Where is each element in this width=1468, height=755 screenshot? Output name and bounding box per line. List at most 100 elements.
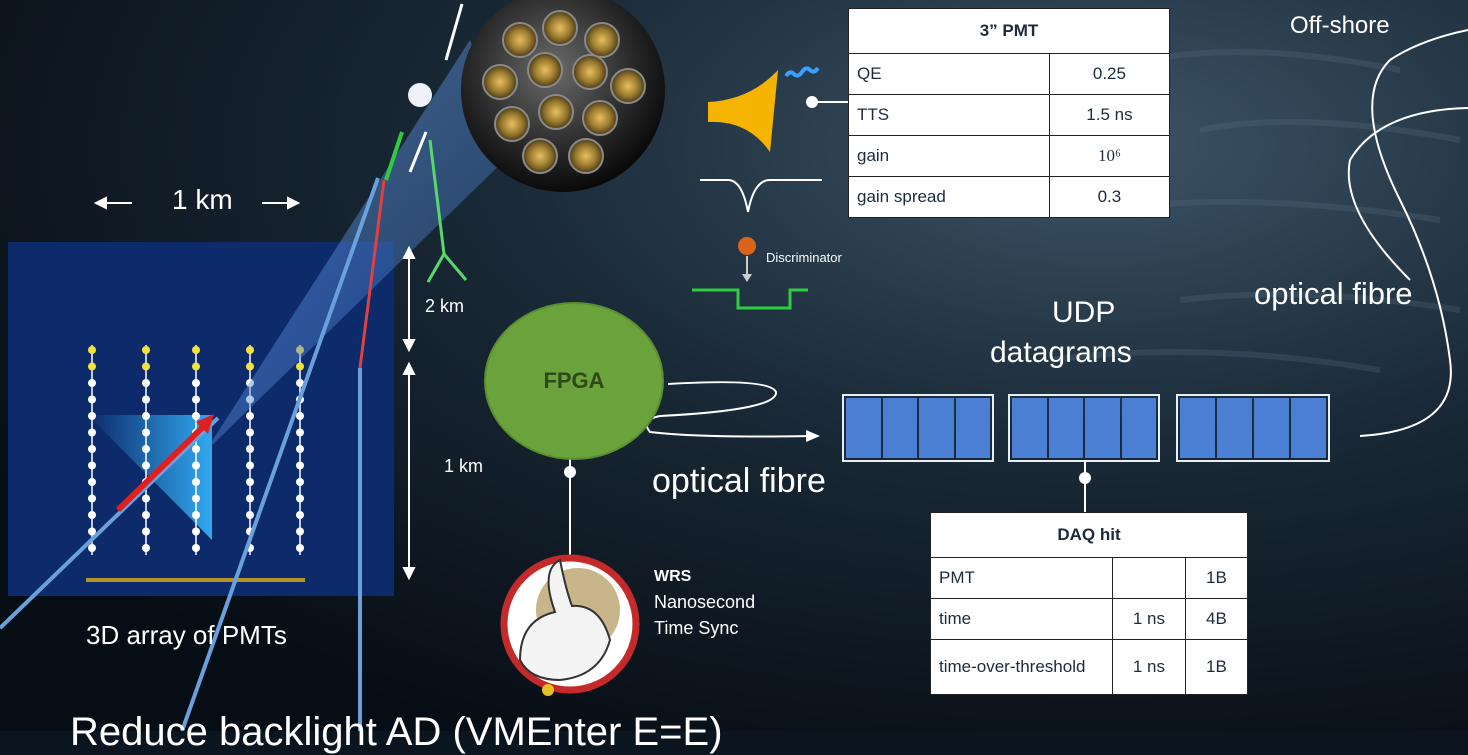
pmt-node <box>296 412 304 420</box>
pmt-node <box>246 478 254 486</box>
daq-row-name: PMT <box>930 557 1113 599</box>
daq-row-name: time-over-threshold <box>930 639 1113 695</box>
discriminator-dot <box>738 237 756 255</box>
pmt-node <box>88 527 96 536</box>
daq-row-size: 1B <box>1184 557 1249 599</box>
pmt-node <box>142 428 150 437</box>
pmt-node <box>142 461 150 470</box>
cosmic-shower-icon <box>408 83 432 107</box>
pmt-node <box>88 395 96 404</box>
pmt-node <box>296 362 304 371</box>
pmt-cup <box>482 64 518 100</box>
pmt-node <box>246 445 254 453</box>
daq-row-size: 4B <box>1184 598 1249 640</box>
pmt-node <box>142 445 150 453</box>
pmt-node <box>246 428 254 437</box>
digital-pulse-waveform <box>692 288 808 310</box>
discriminator-label: Discriminator <box>766 250 842 265</box>
pmt-cup <box>527 52 563 88</box>
pmt-cup <box>582 100 618 136</box>
pmt-node <box>192 379 200 387</box>
optical-fibre-right-label: optical fibre <box>1254 276 1413 311</box>
pmt-node <box>192 445 200 453</box>
pmt-node <box>296 494 304 503</box>
offshore-label: Off-shore <box>1290 12 1390 39</box>
pmt-node <box>192 544 200 552</box>
cherenkov-photons <box>426 139 468 283</box>
one-km-side-label: 1 km <box>444 456 484 476</box>
pmt-node <box>192 494 200 503</box>
pmt-node <box>296 544 304 552</box>
datagrams-label: datagrams <box>990 336 1132 369</box>
pmt-node <box>192 362 200 371</box>
pmt-node <box>88 494 96 503</box>
incoming-arrow-1 <box>444 3 464 61</box>
pmt-node <box>88 346 96 354</box>
daq-row-name: time <box>930 598 1113 640</box>
pmt-cup <box>494 106 530 142</box>
pmt-cup <box>572 54 608 90</box>
muon-track-green <box>384 131 404 181</box>
incoming-arrow-2 <box>408 131 428 173</box>
pmt-node <box>142 511 150 519</box>
dimension-arrows <box>93 196 416 581</box>
diagram-canvas <box>0 0 1468 731</box>
pmt-row-value: 1.5 ns <box>1048 94 1171 136</box>
pmt-node <box>246 362 254 371</box>
sphere-pmts <box>482 10 646 174</box>
wrs-line2: Time Sync <box>654 618 739 638</box>
pmt-node <box>296 511 304 519</box>
pmt-node <box>192 511 200 519</box>
pmt-node <box>88 428 96 437</box>
pmt-row-name: QE <box>848 53 1050 95</box>
daq-table-title: DAQ hit <box>930 512 1248 558</box>
udp-label: UDP <box>1052 296 1116 329</box>
optical-fibre-offshore <box>1359 29 1468 437</box>
pmt-node <box>88 461 96 470</box>
pmt-row-value: 10⁶ <box>1048 135 1171 177</box>
pmt-node <box>88 379 96 387</box>
pmt-node <box>88 362 96 371</box>
fpga-label: FPGA <box>543 368 605 393</box>
pmt-node <box>142 412 150 420</box>
pmt-cup <box>568 138 604 174</box>
pmt-node <box>88 478 96 486</box>
pmt-node <box>142 362 150 371</box>
pmt-node <box>192 395 200 404</box>
pmt-node <box>88 445 96 453</box>
pmt-row-name: gain <box>848 135 1050 177</box>
pmt-cup <box>502 22 538 58</box>
pmt-horn-icon <box>708 70 778 152</box>
pmt-node <box>142 379 150 387</box>
pmt-cup <box>542 10 578 46</box>
pmt-row-value: 0.25 <box>1048 53 1171 95</box>
one-km-top-label: 1 km <box>172 184 233 215</box>
pmt-cup <box>610 68 646 104</box>
optical-fibre-fpga <box>645 381 811 438</box>
wrs-title: WRS <box>654 568 692 585</box>
array-caption: 3D array of PMTs <box>86 620 287 650</box>
pmt-cup <box>584 22 620 58</box>
pmt-node <box>192 412 200 420</box>
pmt-node <box>88 511 96 519</box>
pmt-node <box>296 478 304 486</box>
udp-packet-3 <box>1176 394 1330 462</box>
muon-arrow <box>115 417 213 513</box>
bottom-partial-text: Reduce backlight AD (VMEnter E=E) <box>70 710 723 754</box>
pmt-node <box>296 527 304 536</box>
pmt-node <box>192 461 200 470</box>
pmt-node <box>296 428 304 437</box>
wrs-line1: Nanosecond <box>654 592 756 612</box>
muon-arrowhead <box>196 414 214 434</box>
pmt-node <box>246 511 254 519</box>
pmt-table-title: 3” PMT <box>848 8 1170 54</box>
daq-row-res: 1 ns <box>1111 639 1186 695</box>
pmt-node <box>246 346 254 354</box>
pmt-pulse-waveform <box>700 179 822 213</box>
fibre-loop <box>1347 107 1468 281</box>
pmt-node <box>246 461 254 470</box>
daq-row-size: 1B <box>1184 639 1249 695</box>
pmt-cup <box>538 94 574 130</box>
